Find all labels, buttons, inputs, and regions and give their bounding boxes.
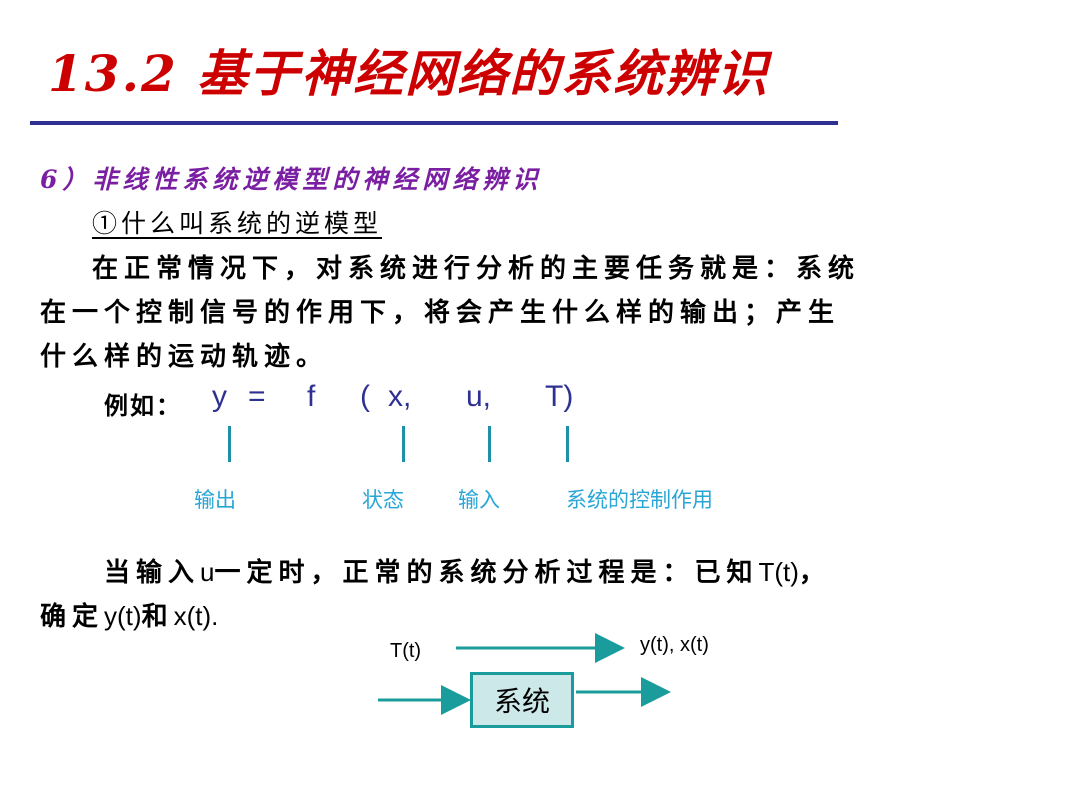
title-underline-rule	[30, 121, 838, 125]
statement-u: u	[200, 557, 215, 587]
statement-line-2: 确定y(t)和x(t).	[40, 596, 218, 633]
statement-line2-part2: 和	[141, 602, 174, 632]
label-output: 输出	[194, 488, 236, 512]
system-box-label: 系统	[493, 685, 550, 718]
equation-f: f	[307, 380, 316, 413]
statement-line-1: 当输入u一定时，正常的系统分析过程是：已知T(t)，	[104, 552, 831, 589]
example-label: 例如：	[104, 391, 182, 420]
label-input: 输入	[458, 488, 500, 512]
equation-lparen: (	[360, 380, 370, 413]
paragraph-line-2: 在一个控制信号的作用下，将会产生什么样的输出；产生	[40, 298, 841, 328]
paragraph-line-1: 在正常情况下，对系统进行分析的主要任务就是：系统	[92, 254, 861, 284]
slide-title: 13.2 基于神经网络的系统辨识	[48, 44, 770, 103]
equation-u: u,	[466, 380, 492, 413]
statement-line2-part1: 确定	[40, 602, 105, 632]
pointer-tick-state	[402, 426, 405, 462]
label-state: 状态	[362, 488, 404, 512]
statement-part1: 当输入	[104, 558, 201, 588]
equation-y: y	[212, 380, 227, 413]
paragraph-line-3: 什么样的运动轨迹。	[40, 342, 329, 372]
pointer-tick-control	[566, 426, 569, 462]
equation-T: T)	[545, 380, 574, 413]
subsection-heading: ①什么叫系统的逆模型	[92, 209, 383, 238]
diagram-input-label: T(t)	[390, 640, 422, 662]
equation-x: x,	[388, 380, 412, 413]
label-control-action: 系统的控制作用	[566, 488, 713, 512]
diagram-output-label: y(t), x(t)	[640, 634, 709, 656]
statement-line2-part3: .	[211, 601, 219, 631]
section-heading: 6）非线性系统逆模型的神经网络辨识	[40, 165, 543, 194]
statement-xt: x(t)	[173, 601, 212, 631]
equation-equals: =	[248, 380, 266, 413]
statement-part3: ，	[798, 558, 831, 588]
statement-Tt: T(t)	[758, 557, 799, 587]
pointer-tick-output	[228, 426, 231, 462]
statement-part2: 一定时，正常的系统分析过程是：已知	[214, 558, 759, 588]
statement-yt: y(t)	[104, 601, 142, 631]
pointer-tick-input	[488, 426, 491, 462]
system-box: 系统	[470, 672, 574, 728]
